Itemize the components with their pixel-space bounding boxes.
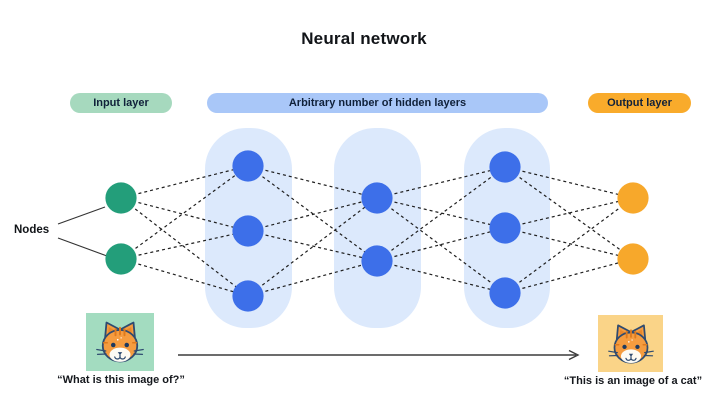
connection-line xyxy=(247,197,378,232)
connection-line xyxy=(247,165,378,199)
connection-line xyxy=(504,197,634,294)
cat-face-icon xyxy=(96,317,144,367)
connection-line xyxy=(504,166,634,199)
connection-line xyxy=(376,197,506,229)
output-cat-image xyxy=(598,315,663,372)
connection-line xyxy=(376,166,506,262)
hidden-layer-2-background xyxy=(334,128,421,328)
connection-line xyxy=(120,197,249,297)
connection-line xyxy=(504,258,634,294)
flow-arrow-head xyxy=(568,349,580,361)
hidden-layers-badge: Arbitrary number of hidden layers xyxy=(207,93,548,113)
connection-line xyxy=(120,197,249,232)
page-title: Neural network xyxy=(301,29,427,48)
connection-line xyxy=(120,165,249,199)
hidden-layer-2-node xyxy=(361,182,393,214)
output-caption: “This is an image of a cat” xyxy=(563,375,703,387)
input-layer-node xyxy=(105,243,137,275)
hidden-layer-3-node xyxy=(489,151,521,183)
connection-line xyxy=(120,258,249,297)
hidden-layer-1-node xyxy=(232,150,264,182)
hidden-layer-2-node xyxy=(361,245,393,277)
input-caption: “What is this image of?” xyxy=(57,374,185,386)
connection-line xyxy=(376,260,506,294)
connection-line xyxy=(120,230,249,260)
hidden-layer-3-node xyxy=(489,212,521,244)
output-layer-node xyxy=(617,182,649,214)
connection-line xyxy=(120,165,249,260)
connection-line xyxy=(504,197,634,229)
connection-line xyxy=(376,166,506,199)
connection-line xyxy=(504,227,634,260)
connection-line xyxy=(376,197,506,294)
connection-line xyxy=(504,166,634,260)
connection-line xyxy=(247,165,378,262)
output-layer-badge: Output layer xyxy=(588,93,691,113)
hidden-layer-1-node xyxy=(232,215,264,247)
cat-face-icon xyxy=(608,320,654,368)
nodes-pointer-line xyxy=(57,237,108,257)
hidden-layer-1-node xyxy=(232,280,264,312)
hidden-layer-3-node xyxy=(489,277,521,309)
connection-line xyxy=(247,260,378,297)
input-layer-node xyxy=(105,182,137,214)
input-layer-badge: Input layer xyxy=(70,93,172,113)
output-layer-node xyxy=(617,243,649,275)
connection-line xyxy=(247,230,378,262)
connection-line xyxy=(376,227,506,262)
input-cat-image xyxy=(86,313,154,371)
nodes-annotation-label: Nodes xyxy=(14,224,50,236)
nodes-pointer-line xyxy=(57,206,106,225)
